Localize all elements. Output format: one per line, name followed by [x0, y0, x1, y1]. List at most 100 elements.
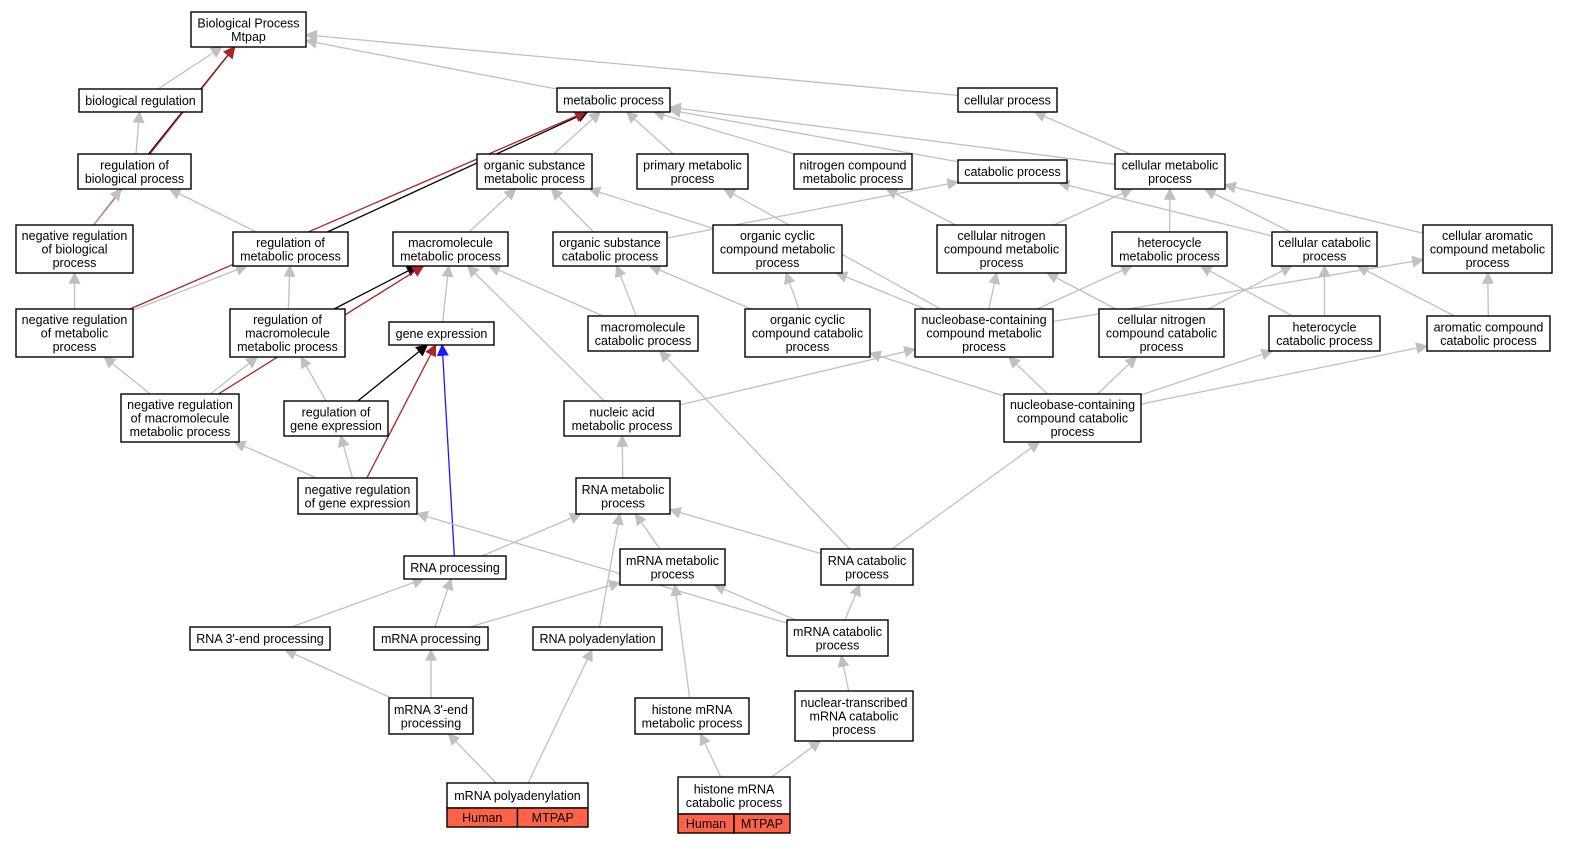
node-label-line: RNA polyadenylation	[539, 632, 655, 646]
edge-orgsubcat-to-orgsub	[550, 188, 594, 233]
node-label-line: nucleobase-containing	[921, 313, 1046, 327]
node-box	[1114, 153, 1226, 190]
node-bioreg[interactable]: biological regulation	[78, 88, 203, 113]
node-label-line: process	[962, 340, 1006, 354]
node-rnaproc[interactable]: RNA processing	[403, 555, 507, 580]
node-cellproc[interactable]: cellular process	[957, 87, 1058, 113]
node-box	[388, 697, 474, 735]
node-label-line: compound metabolic	[720, 243, 835, 257]
node-label-line: cellular nitrogen	[957, 229, 1045, 243]
node-box	[587, 315, 699, 352]
node-label-line: nitrogen compound	[799, 158, 906, 172]
node-label-line: negative regulation	[22, 229, 128, 243]
node-label-line: process	[1051, 425, 1095, 439]
edge-cellcat-to-cellmet	[1203, 188, 1291, 233]
edge-cellmet-to-cellproc	[1033, 110, 1131, 155]
node-label-line: aromatic compound	[1434, 320, 1544, 334]
edge-aromcat-to-cellarom	[1481, 271, 1494, 317]
node-mrnaproc[interactable]: mRNA processing	[373, 626, 489, 651]
node-label-line: mRNA polyadenylation	[454, 789, 581, 803]
edge-mrnapoly-to-mrna3	[447, 733, 497, 784]
node-label-line: primary metabolic	[643, 158, 742, 172]
node-box	[552, 231, 668, 267]
edge-orgsub-to-metproc	[553, 111, 602, 155]
node-label-line: catabolic process	[1440, 334, 1537, 348]
node-box	[556, 87, 671, 113]
node-label-line: compound metabolic	[926, 327, 1041, 341]
node-label-line: metabolic process	[237, 340, 338, 354]
edge-cellnit-to-cellmet	[1053, 188, 1134, 226]
node-label-line: Mtpap	[231, 30, 266, 44]
edge-nuccat-to-aromcat	[1140, 342, 1429, 405]
edge-cellnitcat-to-cellcat	[1207, 265, 1293, 310]
edge-orgcyccat-to-orgcyc	[784, 271, 800, 310]
edge-rnamet-to-nucacid	[616, 434, 629, 479]
edge-rna3-to-rnaproc	[291, 577, 425, 628]
node-rnapoly[interactable]: RNA polyadenylation	[532, 626, 663, 651]
node-label-line: mRNA metabolic	[626, 554, 719, 568]
node-rna3[interactable]: RNA 3'-end processing	[189, 626, 331, 651]
node-label-line: metabolic process	[130, 425, 231, 439]
node-label-line: RNA catabolic	[828, 554, 907, 568]
node-label-line: nuclear-transcribed	[801, 696, 908, 710]
node-box	[1111, 231, 1228, 267]
edge-rnacat-to-macrocat	[658, 350, 851, 550]
edge-hetcat-to-hetmet	[1199, 265, 1293, 317]
node-label-line: process	[1148, 172, 1192, 186]
node-label-line: macromolecule	[601, 320, 686, 334]
node-label-line: process	[651, 567, 695, 581]
node-label-line: organic cyclic	[740, 229, 815, 243]
node-label-line: mRNA 3'-end	[394, 703, 468, 717]
node-geneexp[interactable]: gene expression	[388, 321, 495, 346]
node-catab[interactable]: catabolic process	[957, 159, 1068, 184]
edge-rnacat-to-nuccat	[891, 441, 1041, 550]
node-label-line: metabolic process	[400, 249, 501, 263]
edge-negregmet-to-metproc	[129, 110, 587, 310]
node-box	[1422, 224, 1553, 274]
edge-nucmet-to-cellnit	[988, 271, 1001, 310]
edge-negregmet-to-regmet	[132, 264, 248, 311]
node-label-line: process	[832, 723, 876, 737]
node-label-line: negative regulation	[305, 483, 411, 497]
node-metproc[interactable]: metabolic process	[556, 87, 671, 113]
edge-catab-to-metproc	[668, 106, 959, 163]
node-box	[1268, 315, 1381, 352]
